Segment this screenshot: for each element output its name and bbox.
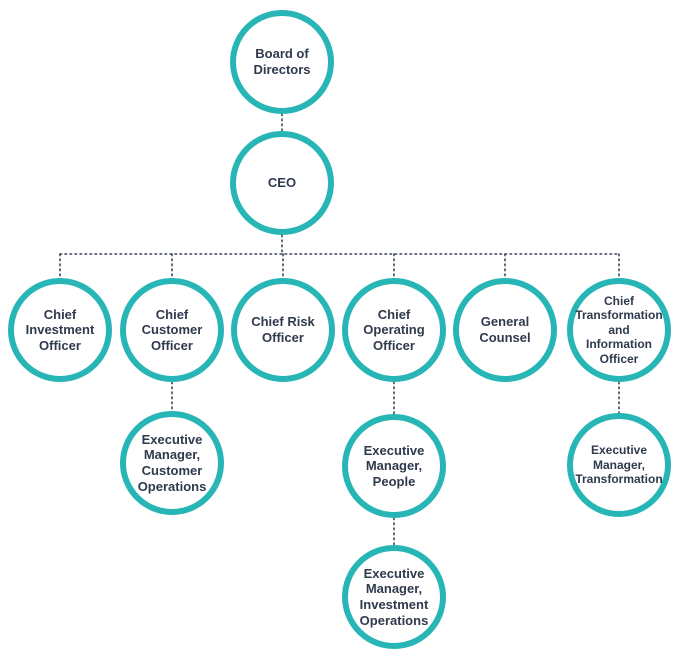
node-ceo[interactable]: CEO xyxy=(230,131,334,235)
node-label: Executive Manager, People xyxy=(363,442,425,489)
node-general-counsel[interactable]: General Counsel xyxy=(453,278,557,382)
node-label: CEO xyxy=(267,175,297,191)
node-label: Chief Transformation and Information Off… xyxy=(575,294,663,366)
node-executive-manager-people[interactable]: Executive Manager, People xyxy=(342,414,446,518)
node-chief-transformation-and-information-officer[interactable]: Chief Transformation and Information Off… xyxy=(567,278,671,382)
node-board-of-directors[interactable]: Board of Directors xyxy=(230,10,334,114)
node-label: Chief Customer Officer xyxy=(141,306,203,353)
node-label: Chief Operating Officer xyxy=(363,306,425,353)
node-chief-investment-officer[interactable]: Chief Investment Officer xyxy=(8,278,112,382)
node-label: Board of Directors xyxy=(253,46,311,77)
node-executive-manager-transformation[interactable]: Executive Manager, Transformation xyxy=(567,413,671,517)
node-label: Executive Manager, Investment Operations xyxy=(359,565,429,628)
node-chief-customer-officer[interactable]: Chief Customer Officer xyxy=(120,278,224,382)
node-label: Chief Investment Officer xyxy=(25,306,95,353)
node-chief-operating-officer[interactable]: Chief Operating Officer xyxy=(342,278,446,382)
node-chief-risk-officer[interactable]: Chief Risk Officer xyxy=(231,278,335,382)
node-label: Executive Manager, Customer Operations xyxy=(137,431,207,494)
node-executive-manager-investment-operations[interactable]: Executive Manager, Investment Operations xyxy=(342,545,446,649)
node-label: Executive Manager, Transformation xyxy=(575,443,663,487)
node-label: General Counsel xyxy=(479,314,531,345)
node-label: Chief Risk Officer xyxy=(251,314,315,345)
node-executive-manager-customer-operations[interactable]: Executive Manager, Customer Operations xyxy=(120,411,224,515)
